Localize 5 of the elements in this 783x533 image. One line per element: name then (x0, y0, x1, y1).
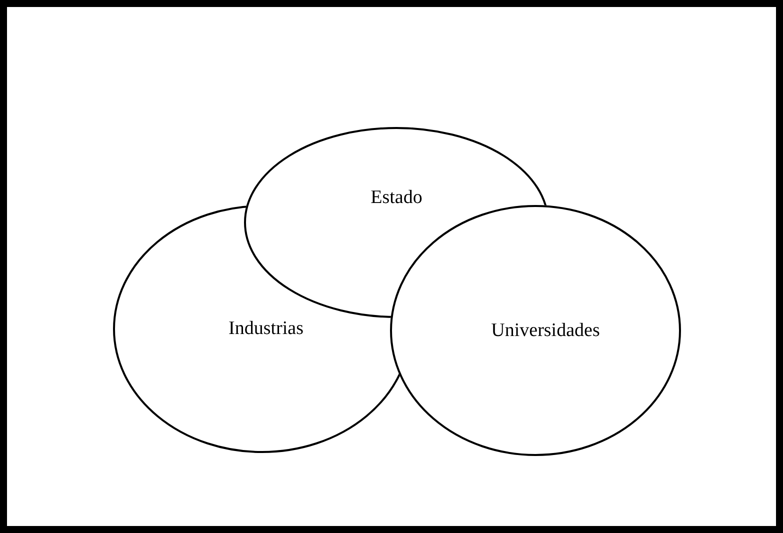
ellipse-label: Industrias (228, 318, 304, 340)
ellipse (390, 205, 681, 456)
ellipse-label: Estado (370, 186, 422, 208)
ellipse-label: Universidades (491, 320, 600, 342)
ellipse (244, 127, 549, 318)
